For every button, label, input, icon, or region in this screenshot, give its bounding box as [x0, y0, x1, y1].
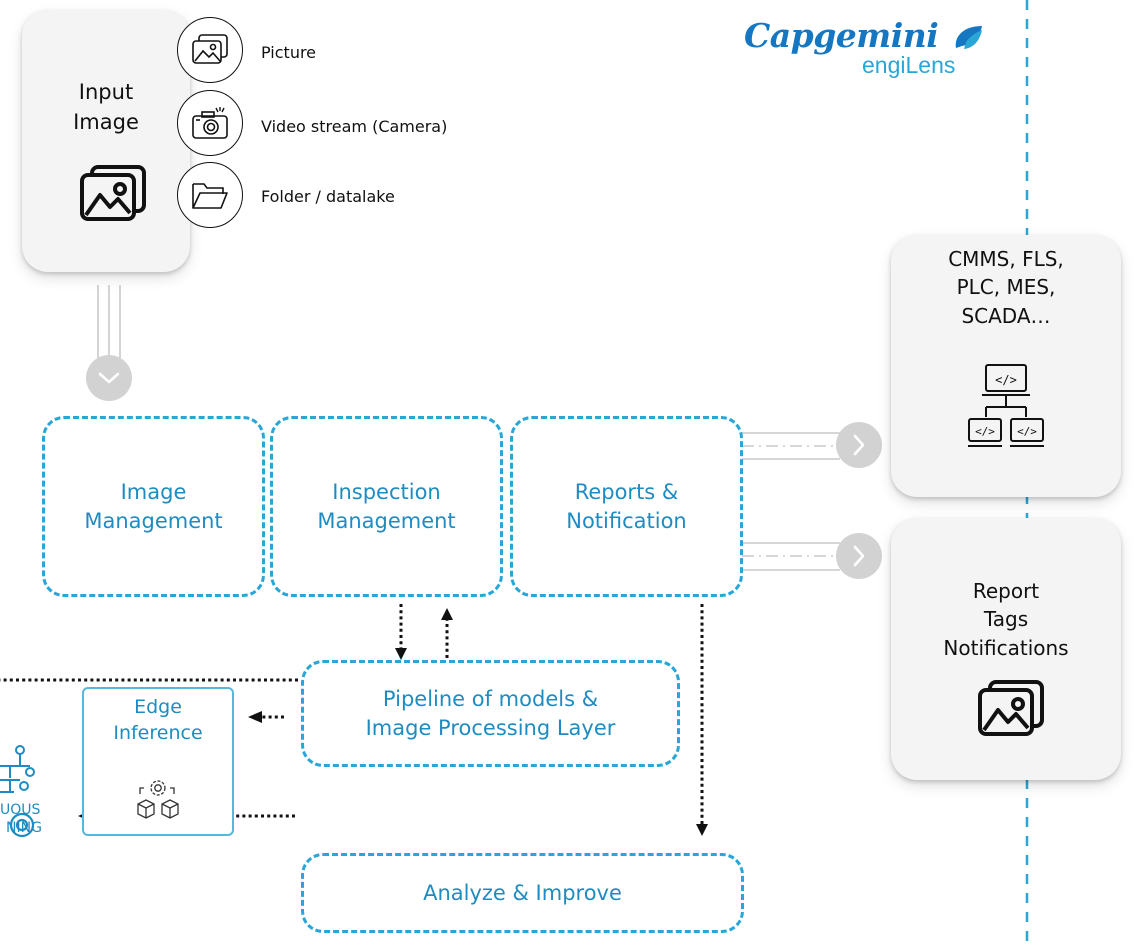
chevron-right-icon [853, 434, 865, 456]
svg-text:</>: </> [1017, 425, 1037, 438]
continuous-learning-line2: NING [6, 820, 42, 836]
camera-source-button[interactable] [177, 90, 243, 156]
input-image-title: Input Image [73, 80, 139, 134]
picture-source-button[interactable] [177, 17, 243, 83]
image-gallery-icon [978, 680, 1044, 736]
logo-product: engiLens [862, 52, 956, 78]
reports-output-title: Report Tags Notifications [943, 579, 1069, 660]
input-flow-lines [97, 285, 121, 358]
pipeline-module[interactable]: Pipeline of models & Image Processing La… [301, 660, 680, 767]
gears-cubes-icon [137, 780, 179, 819]
reports-flow-chevron [836, 533, 882, 579]
folder-icon [192, 183, 228, 209]
edge-inference-title: Edge Inference [113, 696, 203, 744]
systems-flow-lines [742, 432, 840, 460]
arrowhead-up-inspection [441, 608, 453, 620]
svg-text:</>: </> [995, 373, 1017, 387]
source-label-picture: Picture [261, 43, 317, 62]
continuous-learning-line1: UOUS [0, 802, 41, 818]
source-label-camera: Video stream (Camera) [261, 117, 448, 136]
camera-icon [192, 107, 228, 139]
inspection-management-module[interactable]: Inspection Management [270, 416, 503, 597]
network-code-icon: </> </> </> [968, 364, 1044, 447]
arrowhead-down-pipeline [395, 648, 407, 660]
spade-logo-icon [955, 26, 982, 49]
image-management-module[interactable]: Image Management [42, 416, 265, 597]
analyze-improve-module[interactable]: Analyze & Improve [301, 853, 744, 933]
reports-notification-module[interactable]: Reports & Notification [510, 416, 743, 597]
chevron-right-icon [853, 545, 865, 567]
systems-flow-chevron [836, 422, 882, 468]
logo-brand: Capgemini [744, 16, 939, 55]
input-flow-chevron [86, 355, 132, 401]
picture-icon [192, 34, 228, 64]
capgemini-logo: Capgemini engiLens [744, 16, 984, 96]
source-label-folder: Folder / datalake [261, 187, 395, 206]
arrowhead-left-edge [248, 711, 262, 723]
continuous-learning-icon [0, 745, 35, 838]
arrowhead-down-analyze [696, 824, 708, 836]
systems-output-title: CMMS, FLS, PLC, MES, SCADA… [948, 247, 1064, 328]
folder-source-button[interactable] [177, 162, 243, 228]
reports-flow-lines [742, 542, 840, 571]
input-image-card [22, 10, 190, 272]
chevron-down-icon [98, 372, 120, 384]
edge-inference-box[interactable] [82, 687, 234, 836]
svg-text:</>: </> [975, 425, 995, 438]
image-gallery-icon [80, 165, 146, 221]
reports-output-card [891, 518, 1121, 780]
